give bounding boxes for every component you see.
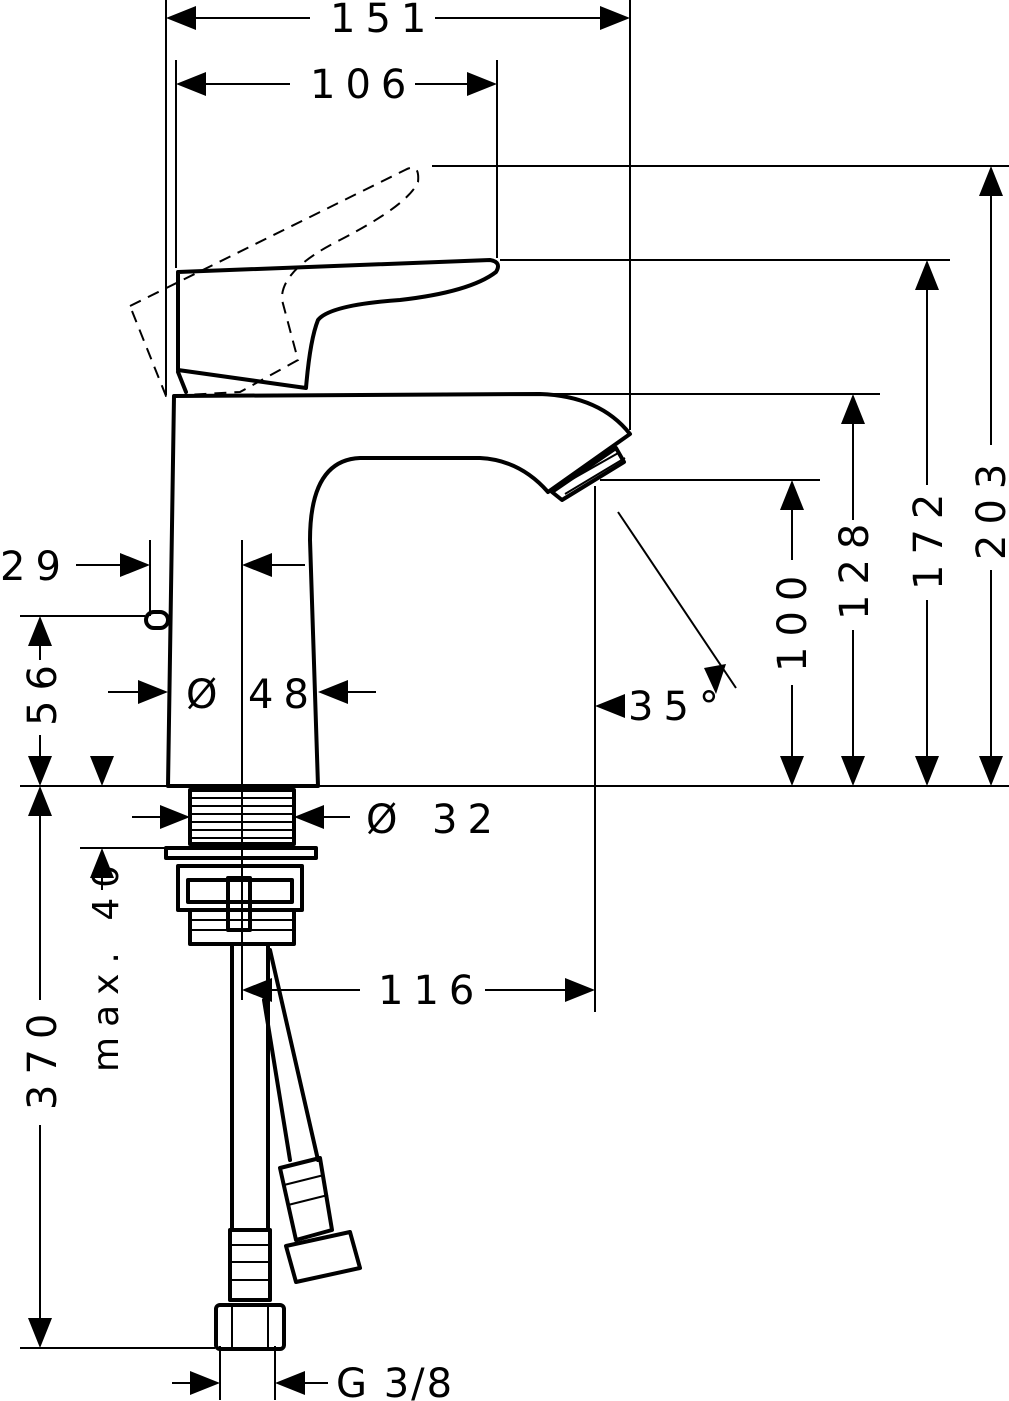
dim-pop-up-offset: 29 bbox=[0, 544, 71, 590]
dim-height-lever-closed: 172 bbox=[906, 484, 952, 590]
dim-max-deck-thickness: max. 40 bbox=[86, 855, 127, 1072]
diameter-symbol: Ø bbox=[366, 797, 407, 843]
aerator bbox=[550, 446, 626, 502]
dim-overall-width: 151 bbox=[330, 0, 436, 42]
extension-lines bbox=[20, 0, 1009, 1400]
shank-assembly bbox=[164, 788, 318, 946]
lever-open-dashed bbox=[128, 166, 420, 398]
dim-connection-thread: G 3/8 bbox=[336, 1361, 454, 1401]
dim-shank-diameter: 32 bbox=[432, 797, 503, 843]
faucet-body-spout bbox=[166, 392, 632, 788]
dimension-lines bbox=[28, 6, 1003, 1395]
dim-lever-reach: 106 bbox=[310, 62, 416, 108]
dim-spout-projection: 116 bbox=[378, 968, 484, 1014]
hose-nut-left bbox=[214, 1303, 286, 1351]
lever-closed bbox=[176, 258, 500, 390]
dim-outlet-height: 100 bbox=[770, 566, 816, 672]
dim-pop-up-height: 56 bbox=[20, 655, 66, 726]
hoses bbox=[214, 944, 362, 1351]
pop-up-knob bbox=[144, 610, 170, 630]
dim-height-lever-open: 203 bbox=[969, 454, 1009, 560]
dim-hose-length: 370 bbox=[20, 1004, 66, 1110]
dim-body-diameter: 48 bbox=[248, 672, 319, 718]
thread-lines bbox=[190, 797, 294, 839]
dim-spray-angle: 35° bbox=[628, 684, 729, 730]
hose-nut-right bbox=[284, 1230, 362, 1284]
faucet bbox=[128, 166, 632, 788]
dim-spout-height: 128 bbox=[832, 514, 878, 620]
diameter-symbol: Ø bbox=[186, 672, 227, 718]
